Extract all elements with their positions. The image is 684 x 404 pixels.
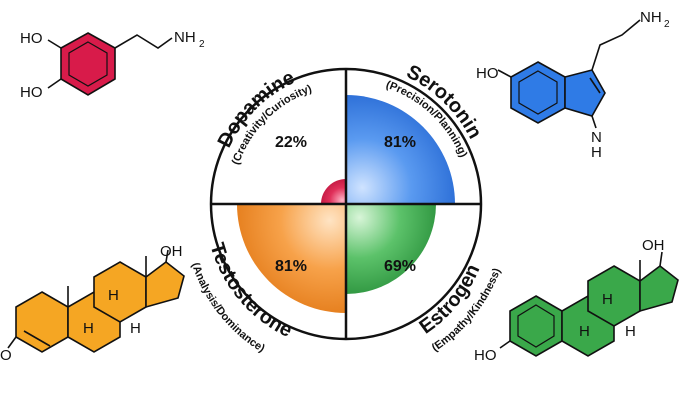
serotonin-nh-sub: 2 <box>664 19 670 30</box>
estrogen-percent: 69% <box>384 258 416 275</box>
dopamine-nh-sub: 2 <box>199 39 205 50</box>
serotonin-wedge <box>346 95 455 204</box>
dopamine-nh: NH <box>174 29 196 46</box>
testosterone-h3: H <box>130 320 141 337</box>
estrogen-wedge <box>346 204 436 294</box>
estrogen-molecule: OH HO H H H <box>474 237 679 364</box>
serotonin-ho: HO <box>476 65 499 82</box>
dopamine-percent: 22% <box>275 134 307 151</box>
testosterone-percent: 81% <box>275 258 307 275</box>
estrogen-h1: H <box>602 291 613 308</box>
dopamine-ho-top: HO <box>20 30 43 47</box>
estrogen-label: Estrogen <box>416 261 485 338</box>
dopamine-ho-bottom: HO <box>20 84 43 101</box>
testosterone-wedge <box>237 204 346 313</box>
testosterone-o: O <box>0 347 12 364</box>
serotonin-n: N <box>591 129 602 146</box>
estrogen-oh: OH <box>642 237 665 254</box>
serotonin-nh: NH <box>640 9 662 26</box>
testosterone-h2: H <box>83 320 94 337</box>
estrogen-ho: HO <box>474 347 497 364</box>
testosterone-h1: H <box>108 287 119 304</box>
serotonin-molecule: HO NH 2 N H <box>476 9 670 161</box>
dopamine-molecule: HO HO NH 2 <box>20 29 205 101</box>
dopamine-wedge <box>321 179 346 204</box>
serotonin-n-h: H <box>591 144 602 161</box>
testosterone-molecule: OH O H H H <box>0 243 185 364</box>
estrogen-h3: H <box>625 323 636 340</box>
serotonin-percent: 81% <box>384 134 416 151</box>
testosterone-oh: OH <box>160 243 183 260</box>
estrogen-h2: H <box>579 323 590 340</box>
